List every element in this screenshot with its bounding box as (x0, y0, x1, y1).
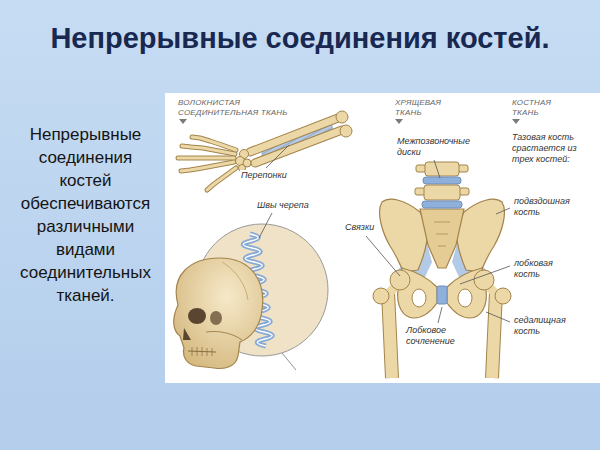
sacrum (420, 209, 464, 268)
part-label: Перепонки (240, 170, 288, 181)
part-label: Межпозвоночные диски (396, 136, 476, 158)
intervertebral-disc (422, 201, 462, 208)
skull-bone (174, 258, 263, 369)
part-label: Лобковое сочленение (405, 325, 467, 347)
intervertebral-disc (423, 177, 461, 184)
part-label: Связки (344, 222, 375, 233)
skull (174, 258, 263, 369)
leader-line (259, 213, 272, 238)
sacrum-lines (434, 222, 450, 246)
femur-outline (388, 292, 392, 378)
eye-socket (210, 311, 222, 325)
ulna-bone-outline (255, 130, 342, 163)
note-text: Тазовая кость срастается из трех костей: (511, 132, 597, 165)
tissue-heading: ХРЯЩЕВАЯ ТКАНЬ (395, 98, 450, 117)
part-label: лобковая кость (513, 258, 570, 280)
skull-shading (222, 262, 248, 300)
intro-text: Непрерывные соединения костей обеспечива… (18, 123, 153, 307)
leader-line (496, 208, 510, 214)
nasal-opening (183, 328, 191, 340)
leader-line (460, 266, 510, 284)
tissue-heading: ВОЛОКНИСТАЯ СОЕДИНИТЕЛЬНАЯ ТКАНЬ (178, 98, 308, 117)
part-label: Швы черепа (256, 200, 310, 211)
ulna-bone (255, 130, 342, 163)
femur-outline (492, 292, 496, 378)
zoom-pointer (282, 353, 296, 370)
forearm-hand (178, 111, 352, 190)
leader-line (366, 236, 400, 276)
pubic-symphysis (437, 286, 447, 304)
bone-end (340, 125, 352, 137)
finger-outlines (178, 137, 236, 190)
vertebra (425, 162, 459, 176)
finger-bone (207, 168, 236, 190)
heading-marker (179, 119, 187, 124)
white-panel (165, 93, 600, 383)
part-label: седалищная кость (513, 315, 580, 337)
slide-title: Непрерывные соединения костей. (0, 20, 600, 56)
pelvis (373, 162, 511, 378)
leader-line (486, 312, 510, 322)
obturator-foramen (412, 289, 426, 307)
finger-bone (178, 157, 234, 160)
leader-line (434, 160, 440, 178)
part-label: подвздошная кость (513, 196, 583, 218)
trochanter (495, 288, 511, 304)
finger-bone (182, 146, 235, 154)
leader-line (266, 145, 289, 168)
teeth (192, 347, 212, 356)
eye-socket (188, 308, 206, 324)
femur (388, 292, 392, 378)
bone-end (336, 111, 348, 123)
finger-fills (178, 137, 236, 190)
finger-bone (181, 162, 234, 171)
femur-head (390, 270, 410, 290)
trochanter (373, 288, 389, 304)
cheekbone (206, 331, 242, 340)
heading-marker (395, 119, 403, 124)
finger-bone (178, 156, 234, 161)
femur (492, 292, 496, 378)
tissue-heading: КОСТНАЯ ТКАНЬ (512, 98, 562, 117)
finger-bone (207, 168, 236, 190)
heading-marker (512, 119, 520, 124)
finger-bone (181, 162, 234, 171)
leader-line (438, 307, 442, 323)
vertebra (424, 185, 460, 200)
obturator-foramen (458, 289, 472, 307)
